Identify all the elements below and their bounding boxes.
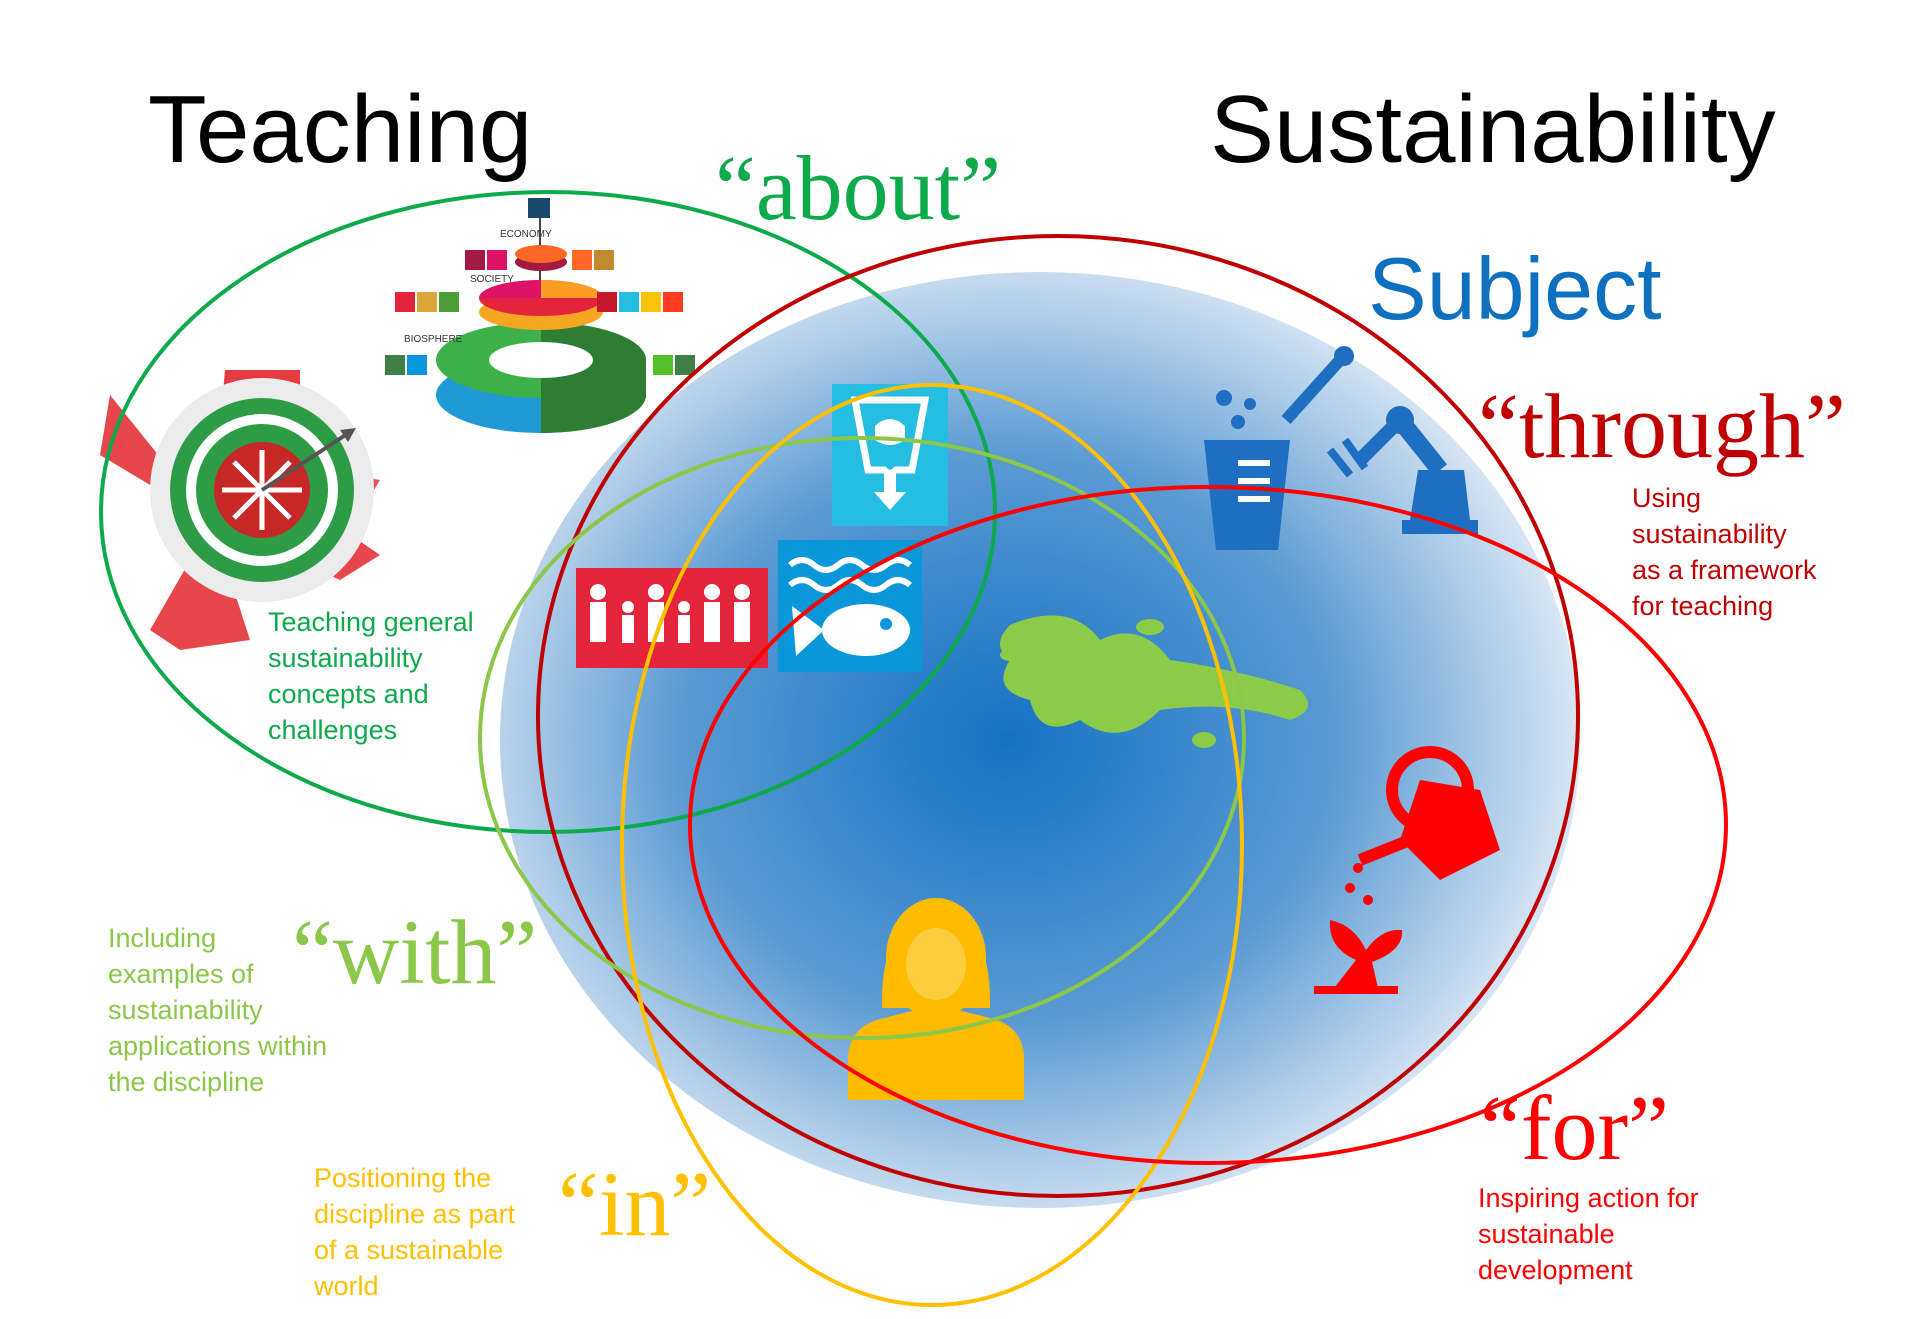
doughnut-diagram-icon bbox=[100, 370, 380, 650]
person-icon bbox=[848, 898, 1024, 1100]
in-description: Positioning the discipline as part of a … bbox=[314, 1163, 516, 1301]
for-circle bbox=[688, 485, 1728, 1165]
for-label: “for” bbox=[1480, 1077, 1669, 1179]
sdg-life-below-water-icon bbox=[778, 540, 922, 672]
through-label: “through” bbox=[1478, 375, 1846, 477]
subject-label: Subject bbox=[1368, 239, 1662, 338]
sdg-water-icon bbox=[832, 384, 948, 526]
sdg-economy-label: ECONOMY bbox=[500, 229, 552, 240]
through-description: Using sustainability as a framework for … bbox=[1632, 483, 1817, 621]
sdg-society-label: SOCIETY bbox=[470, 274, 514, 285]
in-circle bbox=[620, 383, 1244, 1307]
with-label: “with” bbox=[292, 901, 538, 1003]
about-description: Teaching general sustainability concepts… bbox=[268, 607, 474, 745]
for-description: Inspiring action for sustainable develop… bbox=[1478, 1183, 1699, 1285]
subject-sphere bbox=[500, 272, 1580, 1208]
sustainability-title: Sustainability bbox=[1210, 76, 1776, 183]
lab-beaker-icon bbox=[1204, 346, 1354, 550]
about-label: “about” bbox=[715, 137, 1002, 239]
family-icon bbox=[576, 568, 768, 668]
with-description: Including examples of sustainability app… bbox=[108, 923, 328, 1097]
watering-can-icon bbox=[1345, 746, 1500, 905]
plant-icon bbox=[1314, 920, 1403, 994]
sdg-wedding-cake-icon: BIOSPHERE SOCIETY ECONOMY bbox=[385, 198, 695, 433]
about-circle bbox=[99, 190, 997, 834]
through-circle bbox=[536, 234, 1580, 1198]
splash-icon bbox=[1000, 615, 1308, 748]
sdg-biosphere-label: BIOSPHERE bbox=[404, 334, 463, 345]
with-circle bbox=[478, 436, 1246, 1040]
teaching-title: Teaching bbox=[148, 76, 533, 183]
robot-arm-icon bbox=[1326, 406, 1478, 534]
in-label: “in” bbox=[558, 1153, 712, 1255]
